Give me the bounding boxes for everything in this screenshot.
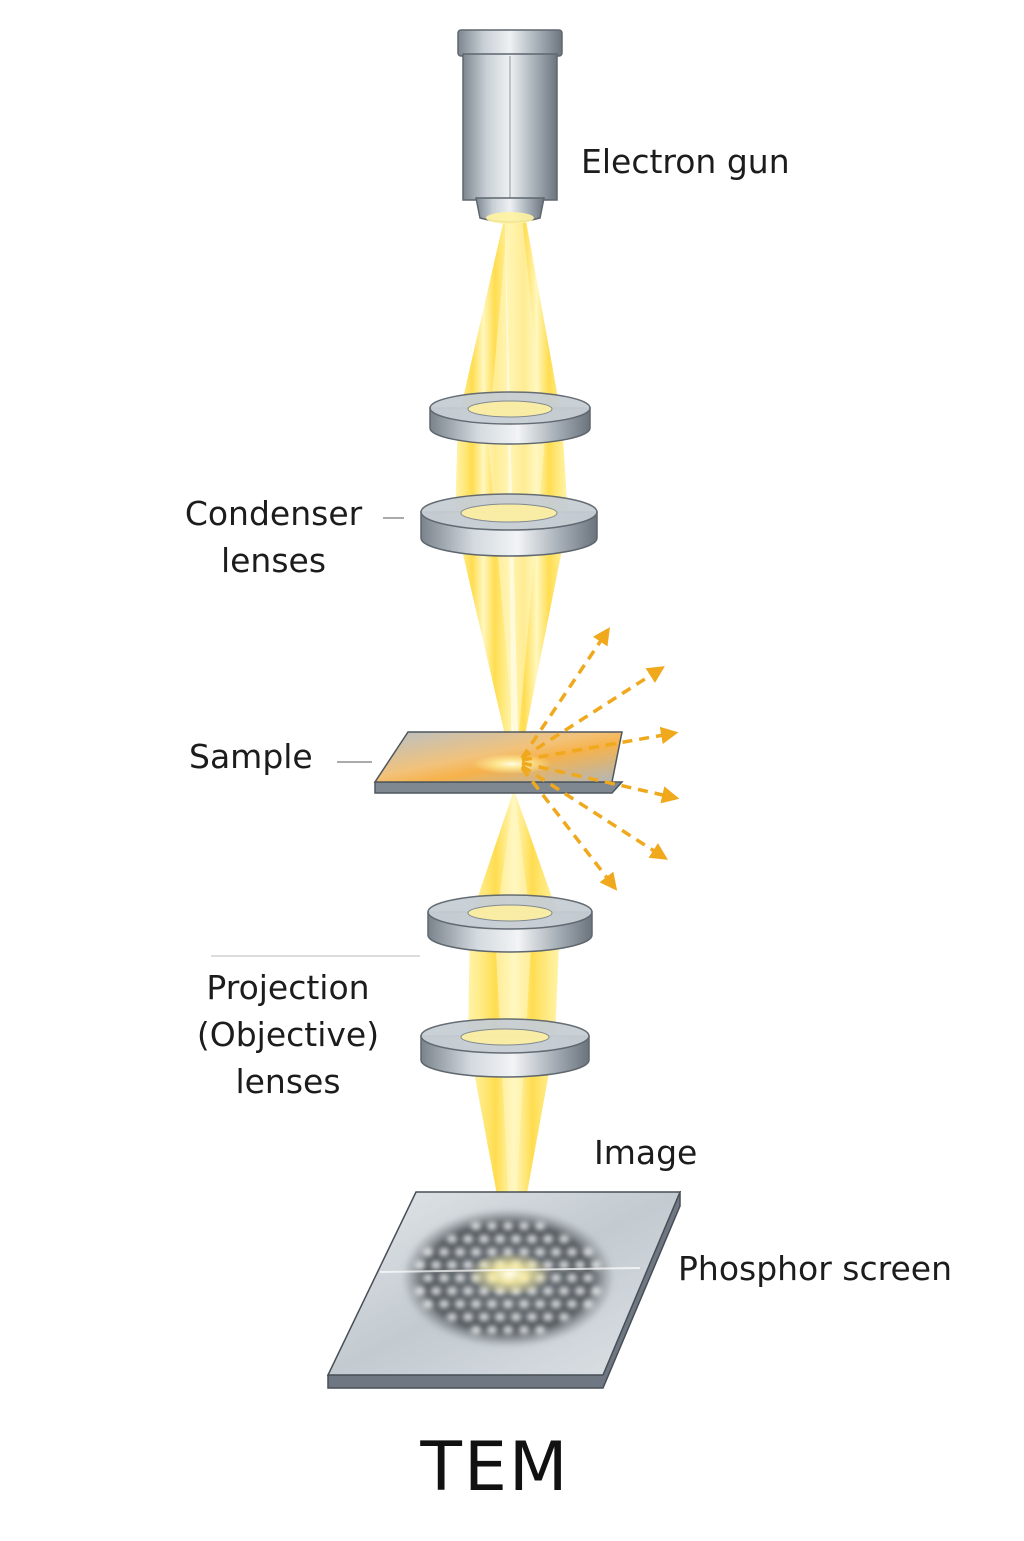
diffraction-spot [479,1313,489,1321]
diffraction-spot [471,1326,481,1334]
diffraction-spot [535,1248,545,1256]
condenser-label-line1: Condenser [184,494,363,533]
electron-gun-label-text: Electron gun [581,142,790,181]
diffraction-spot [455,1274,465,1282]
diffraction-spot [575,1287,585,1295]
diffraction-spot [503,1326,513,1334]
diffraction-spot [487,1326,497,1334]
diffraction-spot [447,1287,457,1295]
diffraction-spot [503,1222,513,1230]
diffraction-spot [431,1287,441,1295]
phosphor-screen-label-text: Phosphor screen [678,1249,953,1288]
sample-plate [373,731,624,794]
diffraction-spot [423,1300,433,1308]
diffraction-spot [463,1235,473,1243]
diffraction-spot [551,1274,561,1282]
condenser-lens-1 [429,391,591,445]
diffraction-spot [439,1248,449,1256]
projection-label-line2: (Objective) [196,1015,380,1054]
diffraction-spot [543,1287,553,1295]
diffraction-spot [447,1235,457,1243]
diffraction-spot [583,1274,593,1282]
image-label-text: Image [594,1133,698,1172]
diffraction-spot [527,1235,537,1243]
diffraction-spot [551,1300,561,1308]
diffraction-spot [511,1235,521,1243]
diffraction-spot [415,1287,425,1295]
diffraction-spot [471,1300,481,1308]
phosphor-screen-label: Phosphor screen [678,1245,952,1292]
diffraction-spot [431,1261,441,1269]
diffraction-spot [591,1261,601,1269]
electron-gun [457,29,563,224]
diffraction-spot [535,1326,545,1334]
diffraction-spot [447,1313,457,1321]
diffraction-spot [575,1261,585,1269]
scattered-electron-arrows [520,627,680,891]
condenser-label-line2: lenses [220,541,327,580]
diffraction-spot [519,1222,529,1230]
diffraction-spot [455,1248,465,1256]
diffraction-pattern [404,1210,612,1346]
diffraction-spot [583,1248,593,1256]
diffraction-spot [495,1235,505,1243]
diffraction-spot [463,1287,473,1295]
diffraction-spot [503,1300,513,1308]
diffraction-spot [487,1300,497,1308]
leader-lines [211,517,420,957]
diffraction-spot [463,1313,473,1321]
diffraction-spot [495,1313,505,1321]
diffraction-spot [583,1300,593,1308]
projection-lens-1 [427,894,593,953]
projection-lenses-label: Projection (Objective) lenses [193,964,383,1105]
diffraction-spot [535,1222,545,1230]
diffraction-spot [559,1313,569,1321]
diffraction-spot [567,1274,577,1282]
projection-label-line1: Projection [206,968,370,1007]
diffraction-spot [543,1235,553,1243]
diffraction-spot [535,1300,545,1308]
diffraction-spot [479,1235,489,1243]
diffraction-spot [471,1222,481,1230]
projection-lens-2 [420,1018,590,1078]
diffraction-spot [471,1248,481,1256]
condenser-lenses-label: Condenser lenses [182,490,365,584]
diffraction-spot [439,1274,449,1282]
diffraction-spot [543,1313,553,1321]
diffraction-spot [559,1261,569,1269]
diffraction-spot [423,1274,433,1282]
diffraction-spot [527,1313,537,1321]
image-label: Image [594,1129,697,1176]
diffraction-spot [559,1287,569,1295]
diffraction-spot [519,1300,529,1308]
diffraction-spot [567,1248,577,1256]
diffraction-spot [455,1300,465,1308]
diffraction-spot [591,1287,601,1295]
phosphor-screen [326,1190,682,1389]
electron-gun-label: Electron gun [581,138,790,185]
condenser-lens-2 [420,493,598,557]
diffraction-spot [447,1261,457,1269]
projection-label-line3: lenses [235,1062,341,1101]
diffraction-spot [423,1248,433,1256]
diffraction-spot [415,1261,425,1269]
diffraction-spot [519,1326,529,1334]
sample-label: Sample [189,733,313,780]
diffraction-spot [511,1313,521,1321]
sample-label-text: Sample [189,737,313,776]
diffraction-spot [551,1248,561,1256]
diffraction-spot [559,1235,569,1243]
diagram-title: TEM [420,1428,570,1507]
diffraction-spot [439,1300,449,1308]
diffraction-spot [487,1222,497,1230]
diffraction-spot [567,1300,577,1308]
